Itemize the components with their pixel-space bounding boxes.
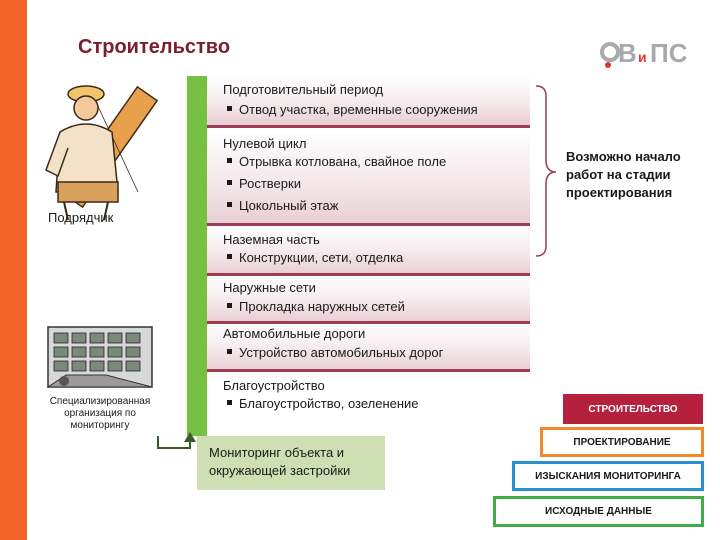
level-design: ПРОЕКТИРОВАНИЕ — [540, 427, 704, 457]
bullet-icon — [227, 254, 232, 260]
design-stage-note: Возможно начало работ на стадии проектир… — [566, 149, 681, 200]
stage-item: Цокольный этаж — [227, 198, 338, 213]
stage-external-networks: Наружные сети Прокладка наружных сетей — [207, 276, 530, 324]
stage-item: Конструкции, сети, отделка — [227, 250, 403, 265]
stage-item: Ростверки — [227, 176, 301, 191]
bullet-icon — [227, 180, 232, 186]
bullet-icon — [227, 202, 232, 208]
bullet-icon — [227, 349, 232, 355]
stage-preparatory: Подготовительный период Отвод участка, в… — [207, 76, 530, 128]
page-title: Строительство — [78, 36, 231, 58]
svg-text:ПС: ПС — [650, 38, 688, 68]
stage-item: Прокладка наружных сетей — [227, 299, 405, 314]
level-source-data: ИСХОДНЫЕ ДАННЫЕ — [493, 496, 704, 527]
stage-item: Устройство автомобильных дорог — [227, 345, 443, 360]
stage-roads: Автомобильные дороги Устройство автомоби… — [207, 324, 530, 372]
level-construction: СТРОИТЕЛЬСТВО — [563, 394, 703, 424]
stage-title: Наружные сети — [223, 280, 316, 295]
monitoring-box: Мониторинг объекта и окружающей застройк… — [197, 436, 385, 490]
stage-title: Подготовительный период — [223, 82, 384, 97]
stage-title: Нулевой цикл — [223, 136, 307, 151]
stage-landscaping: Благоустройство Благоустройство, озелене… — [207, 372, 530, 432]
bullet-icon — [227, 106, 232, 112]
svg-text:и: и — [638, 49, 647, 65]
stage-item: Отрывка котлована, свайное поле — [227, 154, 446, 169]
company-logo: В и ПС — [600, 38, 688, 68]
stage-item: Отвод участка, временные сооружения — [227, 102, 478, 117]
bullet-icon — [227, 303, 232, 309]
stage-title: Наземная часть — [223, 232, 320, 247]
timeline-bar — [187, 76, 207, 436]
monitoring-org-label: Специализированная организация по монито… — [49, 396, 151, 431]
stage-item: Благоустройство, озеленение — [227, 396, 419, 411]
builder-illustration — [45, 85, 159, 221]
bullet-icon — [227, 158, 232, 164]
left-accent-bar — [0, 0, 27, 540]
contractor-label: Подрядчик — [48, 210, 114, 225]
stage-title: Благоустройство — [223, 378, 325, 393]
bullet-icon — [227, 400, 232, 406]
stage-ground-part: Наземная часть Конструкции, сети, отделк… — [207, 226, 530, 276]
monitoring-center-illustration — [46, 326, 153, 388]
level-survey-monitoring: ИЗЫСКАНИЯ МОНИТОРИНГА — [512, 461, 704, 491]
stage-zero-cycle: Нулевой цикл Отрывка котлована, свайное … — [207, 128, 530, 226]
stage-title: Автомобильные дороги — [223, 326, 366, 341]
svg-text:В: В — [618, 38, 637, 68]
